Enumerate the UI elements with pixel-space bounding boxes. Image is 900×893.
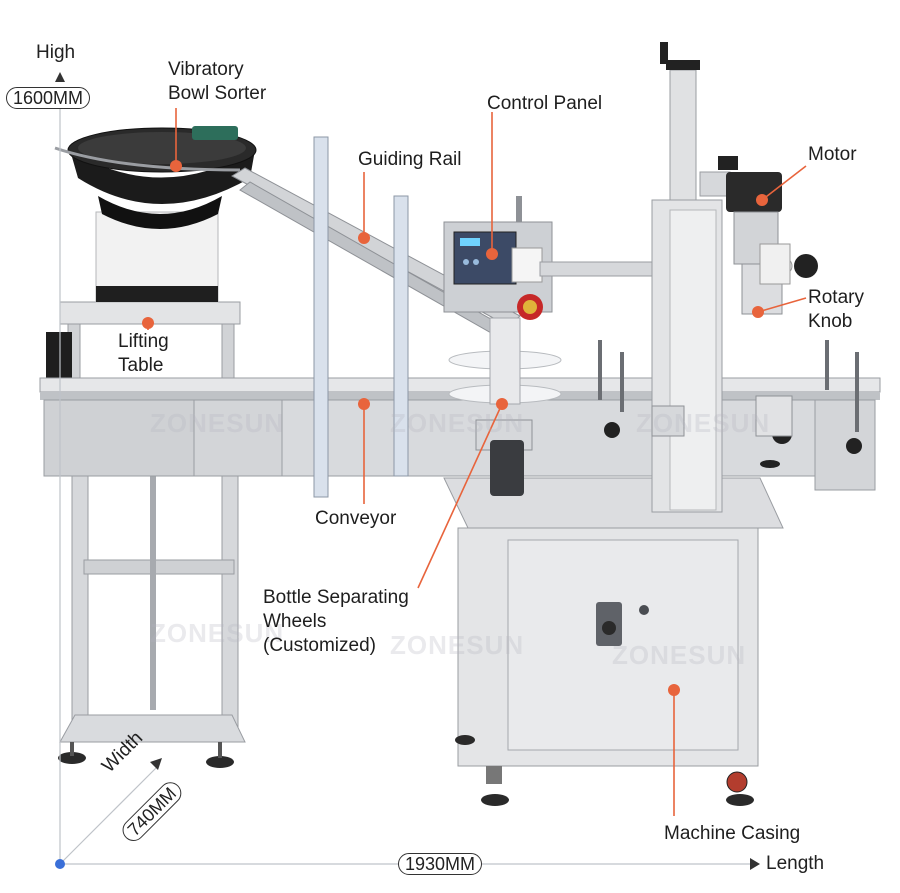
watermark: ZONESUN xyxy=(150,408,285,438)
height-dimension: 1600MM xyxy=(6,87,91,109)
length-dimension: 1930MM xyxy=(398,853,483,875)
lifting-table-stand xyxy=(58,469,246,768)
label-line: Knob xyxy=(808,311,853,332)
conveyor-label: Conveyor xyxy=(315,508,397,529)
diagonal-arrow-icon xyxy=(150,758,162,770)
machine-casing-label: Machine Casing xyxy=(664,823,801,844)
rotary-knob-label: Rotary Knob xyxy=(808,286,864,334)
label-line: Vibratory xyxy=(168,59,244,80)
label-line: Bowl Sorter xyxy=(168,83,267,104)
bottle-separating-wheels-label: Bottle Separating Wheels (Customized) xyxy=(263,586,409,658)
right-arrow-icon xyxy=(750,858,760,870)
label-line: Table xyxy=(118,355,164,376)
label-line: Bottle Separating xyxy=(263,587,409,608)
guiding-rail-label: Guiding Rail xyxy=(358,149,462,170)
callout-lines xyxy=(147,108,807,816)
origin-dot xyxy=(55,859,65,869)
capping-column xyxy=(651,42,738,513)
watermark: ZONESUN xyxy=(636,408,771,438)
high-axis-label: High xyxy=(36,42,76,63)
callout-dots xyxy=(142,160,768,696)
label-line: Rotary xyxy=(808,287,864,308)
guiding-rail-posts xyxy=(313,136,409,498)
separating-wheels xyxy=(448,317,562,496)
vibratory-bowl-sorter-label: Vibratory Bowl Sorter xyxy=(168,58,266,106)
watermark: ZONESUN xyxy=(150,618,285,648)
control-panel-unit xyxy=(443,196,673,320)
control-panel-label: Control Panel xyxy=(487,93,603,114)
up-arrow-icon xyxy=(55,72,65,82)
motor xyxy=(726,172,818,315)
watermark: ZONESUN xyxy=(390,408,525,438)
lifting-table-top xyxy=(46,301,241,381)
label-line: Lifting xyxy=(118,331,169,352)
label-line: (Customized) xyxy=(263,635,376,656)
conveyor-body xyxy=(39,377,881,491)
lifting-table-label: Lifting Table xyxy=(118,330,169,378)
motor-label: Motor xyxy=(808,144,857,165)
conveyor-guide-clamps xyxy=(598,340,862,468)
watermark: ZONESUN xyxy=(390,630,525,660)
machine-casing xyxy=(443,477,784,806)
watermark: ZONESUN xyxy=(612,640,747,670)
length-axis-label: Length xyxy=(766,853,825,874)
vibratory-bowl xyxy=(54,126,257,303)
label-line: Wheels xyxy=(263,611,327,632)
